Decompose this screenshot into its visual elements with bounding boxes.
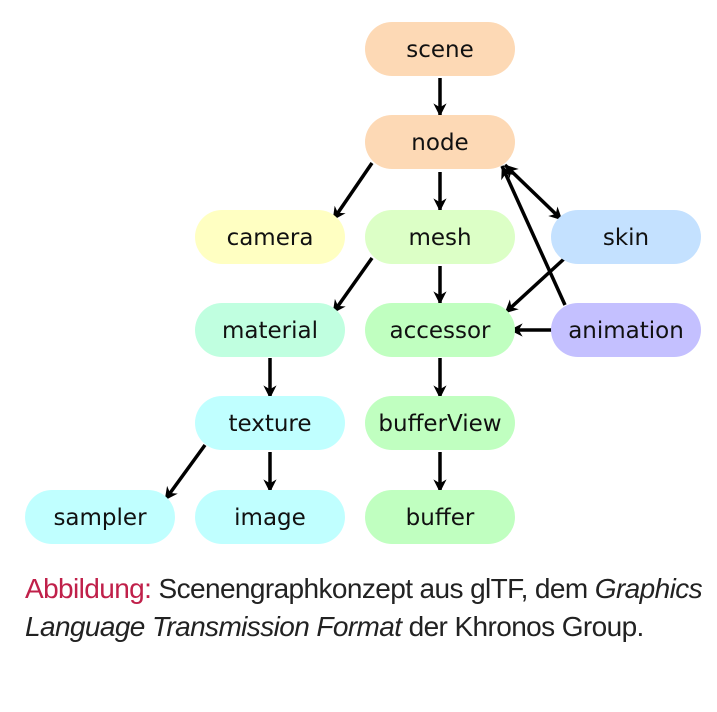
node-camera: camera xyxy=(195,210,345,264)
node-sampler: sampler xyxy=(25,490,175,544)
edge-node-to-skin xyxy=(503,163,564,222)
edge-skin-to-accessor xyxy=(503,256,567,315)
node-shape xyxy=(25,490,175,544)
node-buffer: buffer xyxy=(365,490,515,544)
edge-mesh-to-material xyxy=(331,256,374,315)
node-label: material xyxy=(222,318,318,344)
node-scene: scene xyxy=(365,22,515,76)
node-skin: skin xyxy=(551,210,701,264)
node-shape xyxy=(195,396,345,450)
node-shape xyxy=(365,303,515,357)
node-mesh: mesh xyxy=(365,210,515,264)
figure-caption: Abbildung: Scenengraphkonzept aus glTF, … xyxy=(25,570,715,646)
node-shape xyxy=(365,210,515,264)
node-animation: animation xyxy=(551,303,701,357)
edge-node-to-camera xyxy=(331,162,374,221)
node-texture: texture xyxy=(195,396,345,450)
node-label: mesh xyxy=(408,225,471,251)
node-label: texture xyxy=(228,411,311,437)
node-label: scene xyxy=(406,37,474,63)
caption-text-2: der Khronos Group. xyxy=(401,611,645,642)
node-label: accessor xyxy=(389,318,491,344)
node-bufferView: bufferView xyxy=(365,396,515,450)
node-label: buffer xyxy=(406,505,475,531)
node-image: image xyxy=(195,490,345,544)
node-accessor: accessor xyxy=(365,303,515,357)
caption-italic: Graphics Language Transmission Format xyxy=(25,573,703,642)
node-label: bufferView xyxy=(378,411,501,437)
node-shape xyxy=(551,210,701,264)
node-label: sampler xyxy=(53,505,147,531)
node-shape xyxy=(195,490,345,544)
node-label: image xyxy=(234,505,306,531)
caption-text-1: Scenengraphkonzept aus glTF, dem xyxy=(151,573,595,604)
node-node: node xyxy=(365,115,515,169)
node-shape xyxy=(365,22,515,76)
node-shape xyxy=(365,490,515,544)
edge-animation-to-node xyxy=(500,165,567,306)
edge-texture-to-sampler xyxy=(163,443,207,502)
node-label: animation xyxy=(568,318,684,344)
node-label: skin xyxy=(603,225,649,251)
caption-prefix: Abbildung: xyxy=(25,573,152,604)
node-material: material xyxy=(195,303,345,357)
node-shape xyxy=(195,303,345,357)
node-shape xyxy=(195,210,345,264)
node-label: node xyxy=(411,130,468,156)
node-shape xyxy=(551,303,701,357)
node-label: camera xyxy=(227,225,314,251)
node-shape xyxy=(365,396,515,450)
node-shape xyxy=(365,115,515,169)
gltf-scenegraph-diagram: scene node camera mesh skin material accessor a… xyxy=(25,22,701,544)
